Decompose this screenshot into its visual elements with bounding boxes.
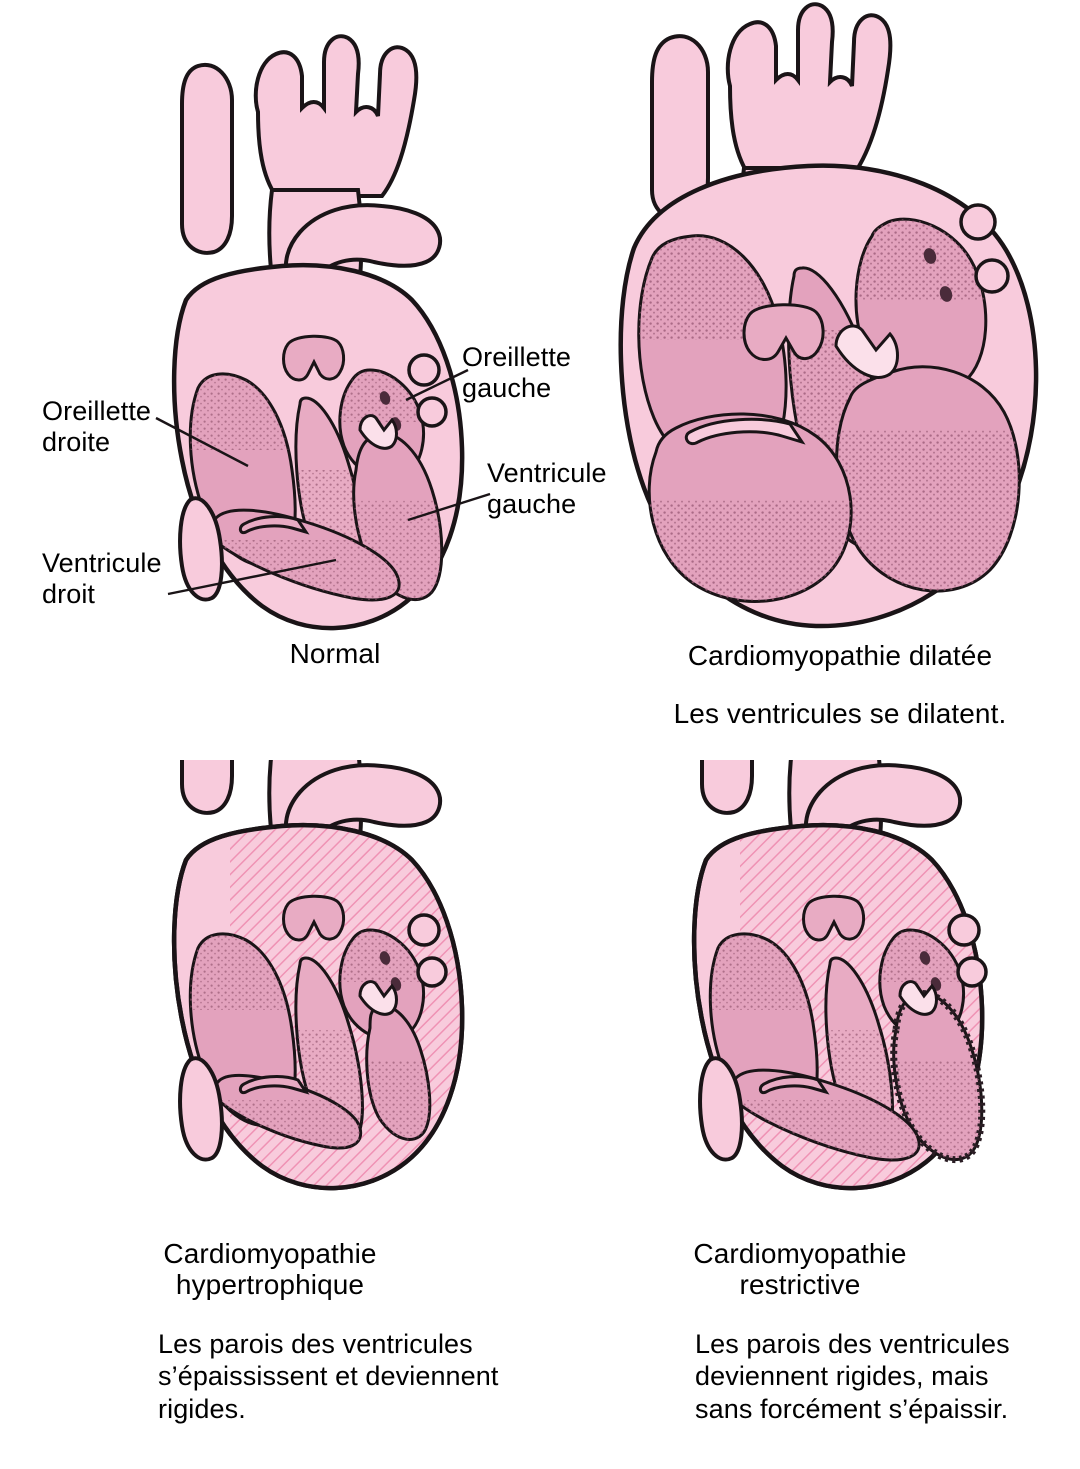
restrictive-heart-body: [691, 760, 988, 1191]
restrictive-heart-illustration: [691, 760, 988, 1191]
pulmonary-vein-nub-lower: [974, 258, 1010, 294]
caption-hypertrophic-title: Cardiomyopathie hypertrophique: [163, 1238, 377, 1301]
pulmonary-vein-nub-lower: [416, 956, 448, 988]
panel-restrictive-heart: Cardiomyopathie restrictive Les parois d…: [540, 760, 1080, 1469]
caption-normal-title: Normal: [289, 638, 381, 669]
semilunar-valve: [742, 303, 825, 361]
inferior-vena-cava: [698, 1056, 744, 1162]
annotation-oreillette-droite: Oreillette droite: [42, 396, 152, 458]
tricuspid-valve: [758, 1075, 830, 1095]
caption-dilated-title: Cardiomyopathie dilatée: [687, 640, 993, 671]
mitral-valve: [898, 980, 938, 1016]
annotation-ventricule-gauche: Ventricule gauche: [487, 458, 607, 520]
hypertrophic-heart-illustration: [171, 760, 465, 1191]
annotation-oreillette-gauche: Oreillette gauche: [462, 342, 572, 404]
right-ventricle: [647, 412, 853, 603]
aorta-great-vessels: [725, 2, 893, 176]
mitral-valve: [834, 324, 899, 379]
normal-heart-illustration: [171, 34, 465, 631]
dilated-heart-illustration: [618, 2, 1039, 629]
superior-vena-cava: [180, 760, 234, 815]
aorta-great-vessels: [253, 34, 419, 198]
dilated-heart-body: [618, 2, 1039, 629]
mitral-valve: [358, 980, 398, 1016]
superior-vena-cava: [700, 760, 754, 815]
pulmonary-vein-nub-upper: [959, 203, 997, 241]
semilunar-valve: [282, 334, 346, 382]
inferior-vena-cava: [178, 1056, 224, 1162]
pulmonary-vein-nub-upper: [407, 353, 441, 387]
panel-dilated-heart: Cardiomyopathie dilatée Les ventricules …: [600, 0, 1080, 760]
pulmonary-vein-nub-upper: [407, 913, 441, 947]
semilunar-valve: [282, 894, 346, 942]
panel-hypertrophic-heart: Cardiomyopathie hypertrophique Les paroi…: [0, 760, 540, 1469]
pulmonary-vein-nub-lower: [956, 956, 988, 988]
mitral-valve: [358, 414, 398, 450]
annotation-ventricule-droit: Ventricule droit: [42, 548, 162, 610]
caption-dilated-description: Les ventricules se dilatent.: [673, 698, 1007, 729]
normal-heart-body: [171, 34, 465, 631]
panel-normal-heart: Oreillette droite Oreillette gauche Vent…: [0, 0, 620, 700]
tricuspid-valve: [684, 417, 806, 446]
hypertrophic-heart-body: [171, 760, 465, 1191]
caption-restrictive-title: Cardiomyopathie restrictive: [693, 1238, 907, 1301]
caption-restrictive-description: Les parois des ventricules deviennent ri…: [695, 1329, 1010, 1424]
left-ventricle: [835, 365, 1021, 593]
pulmonary-vein-nub-lower: [416, 396, 448, 428]
semilunar-valve: [802, 894, 866, 942]
tricuspid-valve: [238, 1075, 310, 1095]
caption-hypertrophic-description: Les parois des ventricules s’épaississen…: [158, 1329, 499, 1424]
tricuspid-valve: [238, 515, 310, 535]
left-atrium: [338, 928, 425, 1041]
pulmonary-vein-nub-upper: [947, 913, 981, 947]
superior-vena-cava: [180, 62, 234, 255]
